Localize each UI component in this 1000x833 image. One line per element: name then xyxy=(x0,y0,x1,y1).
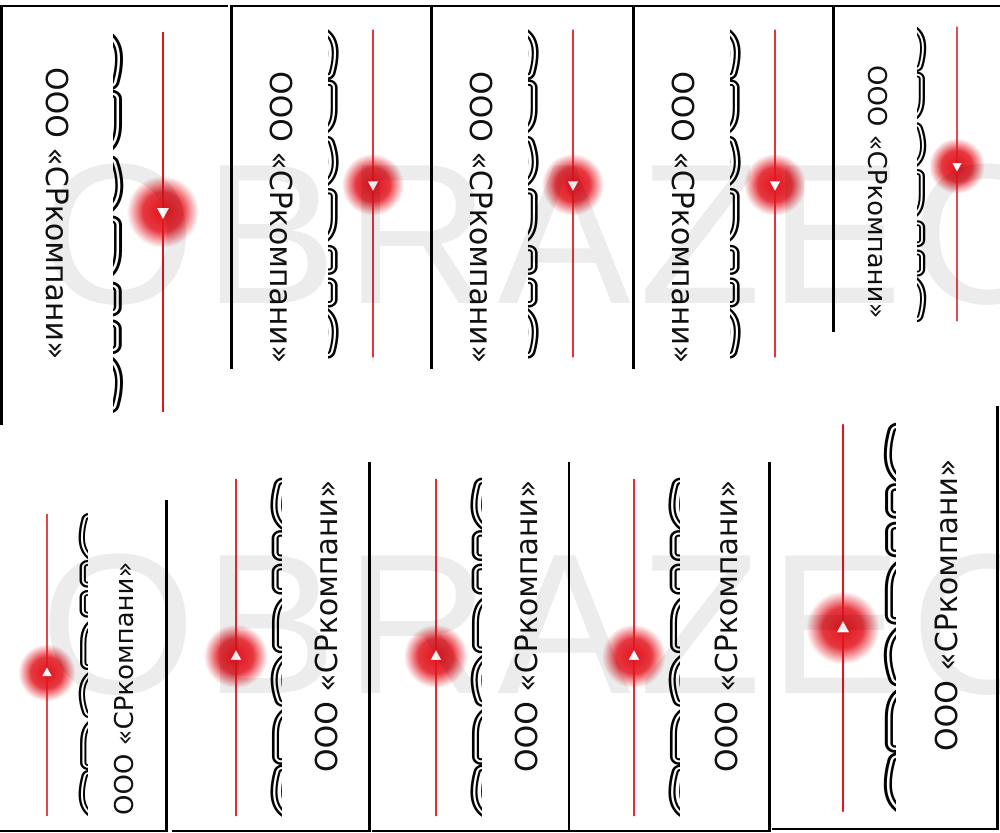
arrow-icon xyxy=(42,667,52,677)
company-name: ООО «СРкомпани» xyxy=(710,479,745,772)
logo-text: SR2RUS xyxy=(113,30,130,415)
company-name: ООО «СРкомпани» xyxy=(262,71,297,364)
arrow-icon xyxy=(628,650,640,660)
arrow-icon xyxy=(836,621,850,633)
logo-text: SR2RUS xyxy=(664,477,680,819)
logo-text: SR2RUS xyxy=(730,27,747,359)
arrow-icon xyxy=(367,181,379,191)
arrow-icon xyxy=(230,650,242,660)
logo-text: SR2RUS xyxy=(917,25,932,323)
logo-text: SR2RUS xyxy=(664,477,680,819)
logo-text: SR2RUS xyxy=(113,30,130,415)
logo-text: SR2RUS xyxy=(328,27,345,359)
logo-text: SR2RUS xyxy=(528,27,545,359)
logo-text: SR2RUS xyxy=(664,477,680,819)
logo-text: SR2RUS xyxy=(730,27,747,359)
arrow-icon xyxy=(769,181,781,191)
company-name: ООО «СРкомпани» xyxy=(930,458,965,751)
arrow-icon xyxy=(567,181,579,191)
company-name: ООО «СРкомпани» xyxy=(664,71,699,364)
company-name: ООО «СРкомпани» xyxy=(462,71,497,364)
logo-text: SR2RUS xyxy=(917,25,932,323)
logo-text: SR2RUS xyxy=(74,512,88,818)
company-name: ООО «СРкомпани» xyxy=(38,67,73,360)
logo-text: SR2RUS xyxy=(528,27,545,359)
logo-text: SR2RUS xyxy=(917,25,932,323)
logo-text: SR2RUS xyxy=(74,512,88,818)
arrow-icon xyxy=(952,163,962,172)
company-name: ООО «СРкомпани» xyxy=(110,561,140,815)
company-name: ООО «СРкомпани» xyxy=(310,479,345,772)
logo-text: SR2RUS xyxy=(266,477,282,819)
logo-text: SR2RUS xyxy=(877,422,896,815)
logo-text: SR2RUS xyxy=(266,477,282,819)
logo-text: SR2RUS xyxy=(528,27,545,359)
logo-text: SR2RUS xyxy=(877,422,896,815)
company-name: ООО «СРкомпани» xyxy=(510,479,545,772)
logo-text: SR2RUS xyxy=(266,477,282,819)
arrow-icon xyxy=(430,650,442,660)
arrow-icon xyxy=(157,208,169,219)
company-name: ООО «СРкомпани» xyxy=(861,65,891,319)
logo-text: SR2RUS xyxy=(466,477,482,819)
logo-text: SR2RUS xyxy=(466,477,482,819)
logo-text: SR2RUS xyxy=(730,27,747,359)
logo-text: SR2RUS xyxy=(328,27,345,359)
logo-text: SR2RUS xyxy=(328,27,345,359)
logo-text: SR2RUS xyxy=(266,477,282,819)
logo-text: SR2RUS xyxy=(466,477,482,819)
logo-text: SR2RUS xyxy=(74,512,88,818)
